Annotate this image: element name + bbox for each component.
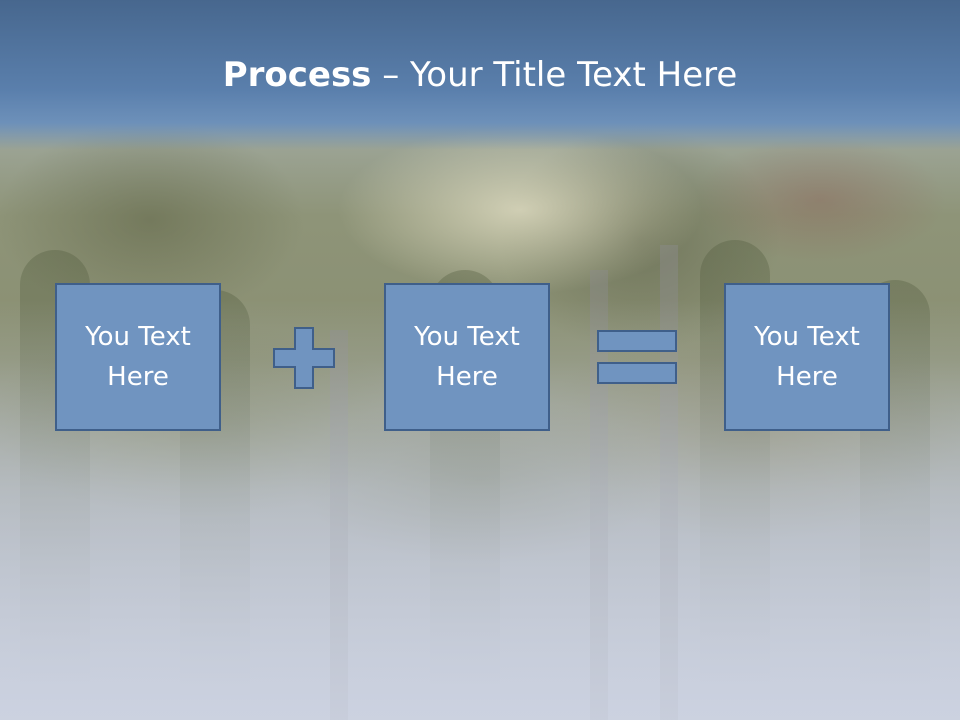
plus-icon [273, 327, 335, 389]
process-box-1[interactable]: You Text Here [55, 283, 221, 431]
process-box-2[interactable]: You Text Here [384, 283, 550, 431]
process-box-2-text: You Text Here [414, 322, 520, 392]
slide-title[interactable]: Process – Your Title Text Here [0, 52, 960, 98]
title-rest-text: – Your Title Text Here [371, 55, 738, 95]
process-box-3-text: You Text Here [754, 322, 860, 392]
process-box-3[interactable]: You Text Here [724, 283, 890, 431]
title-bold-text: Process [222, 55, 372, 95]
title-bar: Process – Your Title Text Here [0, 0, 960, 150]
process-box-1-text: You Text Here [85, 322, 191, 392]
equals-icon [597, 330, 677, 384]
